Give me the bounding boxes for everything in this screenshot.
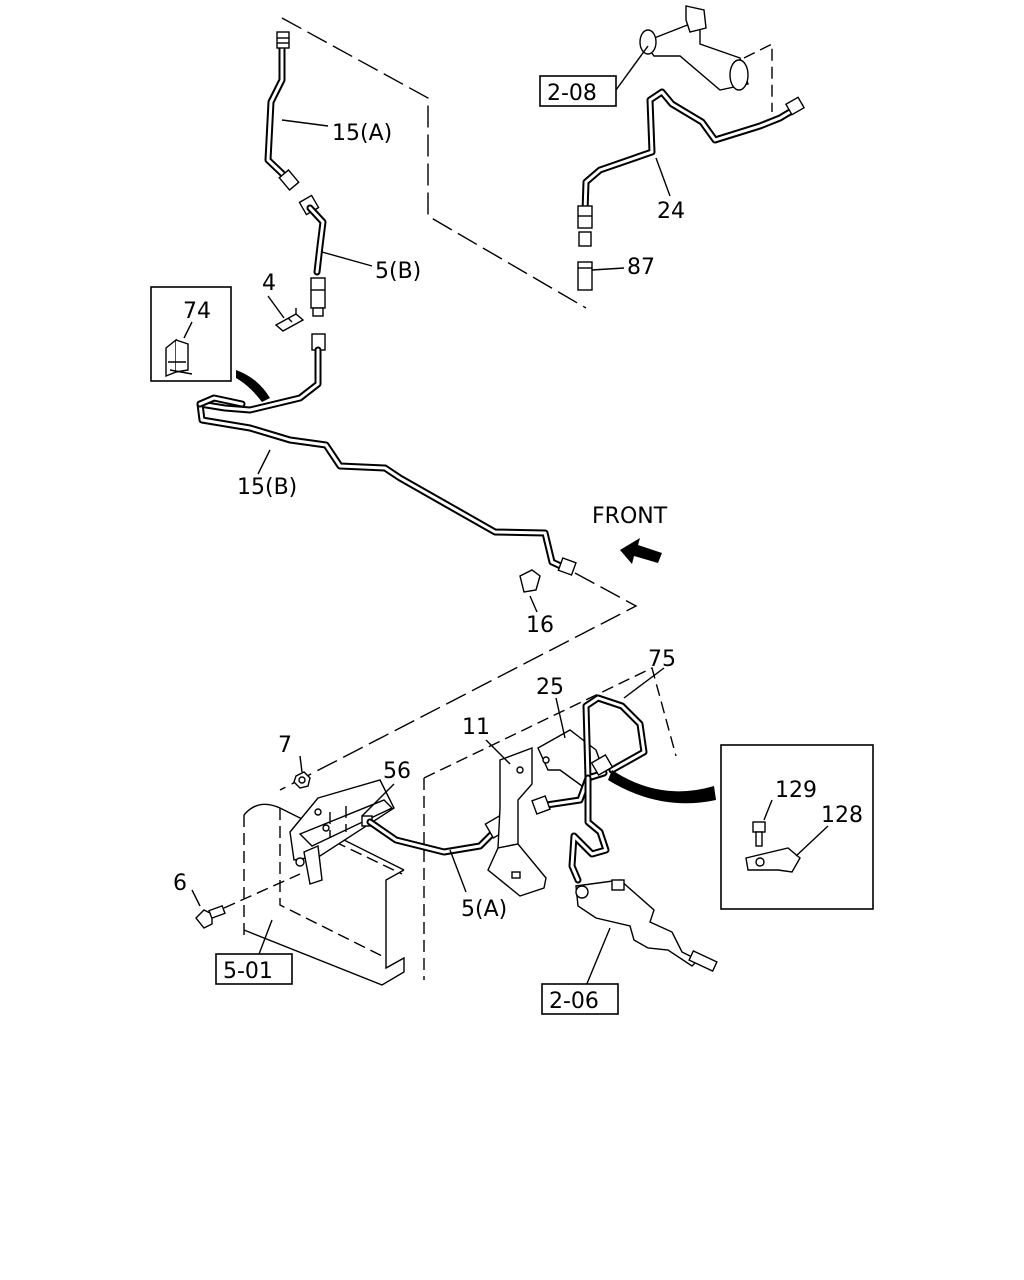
- master-cylinder-bottom: [575, 879, 718, 987]
- union-87: [577, 231, 593, 291]
- clip-16: [519, 569, 541, 613]
- bracket-56: [289, 779, 395, 885]
- front-arrow: FRONT: [592, 504, 668, 564]
- phantom-outline-bottom: [423, 667, 677, 980]
- label-128: 128: [821, 803, 863, 828]
- label-15b: 15(B): [237, 475, 297, 500]
- master-cylinder-top: [639, 5, 749, 91]
- label-24: 24: [657, 199, 685, 224]
- ref-box-5-01: 5-01: [215, 953, 293, 985]
- label-56: 56: [383, 759, 411, 784]
- label-11: 11: [462, 715, 490, 740]
- detail-box-74: [150, 286, 232, 382]
- label-5b: 5(B): [375, 259, 421, 284]
- label-5a: 5(A): [461, 897, 507, 922]
- front-label: FRONT: [592, 504, 668, 529]
- label-129: 129: [775, 778, 817, 803]
- pipe-15b: [196, 333, 577, 576]
- ref-2-06: 2-06: [549, 989, 599, 1014]
- label-16: 16: [526, 613, 554, 638]
- pipe-24: [577, 88, 806, 229]
- label-6: 6: [173, 871, 187, 896]
- bolt-6: [195, 873, 301, 929]
- label-7: 7: [278, 733, 292, 758]
- ref-5-01: 5-01: [223, 959, 273, 984]
- hose-5a: [366, 813, 512, 856]
- ref-box-2-08: 2-08: [539, 75, 617, 107]
- clip-4: [274, 308, 305, 332]
- ref-2-08: 2-08: [547, 81, 597, 106]
- label-75: 75: [648, 647, 676, 672]
- detail-box-128-129: [720, 744, 874, 910]
- label-74: 74: [183, 299, 211, 324]
- detail-74-pointer: [236, 370, 270, 402]
- label-25: 25: [536, 675, 564, 700]
- phantom-outline-top: [281, 17, 587, 309]
- nut-7: [293, 771, 311, 789]
- bracket-11: [485, 739, 547, 897]
- detail-128-pointer: [608, 770, 716, 804]
- pipe-75: [531, 694, 648, 884]
- phantom-outline-middle: [279, 572, 638, 791]
- label-87: 87: [627, 255, 655, 280]
- ref-box-2-06: 2-06: [541, 983, 619, 1015]
- pipe-15a: [264, 31, 300, 191]
- hose-5b: [298, 194, 327, 317]
- label-15a: 15(A): [332, 121, 392, 146]
- phantom-outline-top-right: [743, 42, 773, 112]
- label-4: 4: [262, 271, 276, 296]
- callout-labels: 15(A) 5(B) 4 74 15(B) 16 24 87 75 25 11 …: [173, 121, 863, 922]
